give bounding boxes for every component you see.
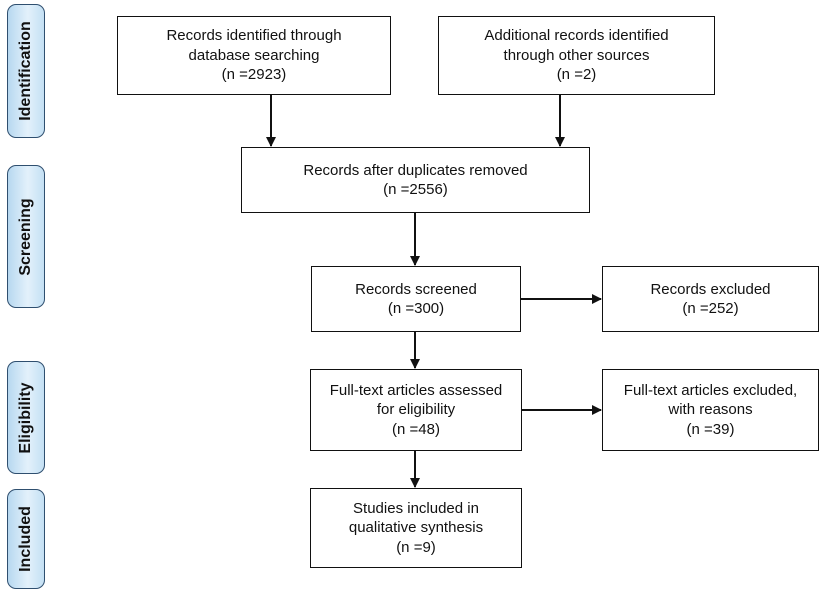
box-fulltext-line3: (n =48) bbox=[392, 420, 440, 438]
box-screened-line1: Records screened bbox=[355, 280, 477, 298]
phase-screening: Screening bbox=[7, 165, 45, 308]
box-database-line3: (n =2923) bbox=[221, 66, 287, 84]
box-duplicates-line1: Records after duplicates removed bbox=[303, 161, 528, 179]
box-included-line1: Studies included in bbox=[353, 499, 479, 517]
box-fulltext-excluded: Full-text articles excluded, with reason… bbox=[602, 369, 819, 451]
box-studies-included: Studies included in qualitative synthesi… bbox=[310, 488, 522, 568]
box-fulltext-excluded-line1: Full-text articles excluded, bbox=[623, 381, 798, 399]
box-database-line1: Records identified through bbox=[166, 27, 342, 45]
box-fulltext-excluded-line3: (n =39) bbox=[686, 420, 735, 438]
box-fulltext-assessed: Full-text articles assessed for eligibil… bbox=[310, 369, 522, 451]
box-fulltext-excluded-line2: with reasons bbox=[668, 401, 753, 419]
box-duplicates-removed: Records after duplicates removed (n =255… bbox=[241, 147, 590, 213]
box-fulltext-line2: for eligibility bbox=[376, 401, 456, 419]
box-excluded-line2: (n =252) bbox=[682, 300, 739, 317]
box-other-line1: Additional records identified bbox=[484, 27, 669, 45]
box-screened-line2: (n =300) bbox=[387, 300, 445, 317]
phase-included: Included bbox=[7, 489, 45, 589]
phase-eligibility: Eligibility bbox=[7, 361, 45, 474]
box-database-line2: database searching bbox=[188, 46, 320, 64]
box-fulltext-line1: Full-text articles assessed bbox=[329, 381, 503, 399]
phase-identification: Identification bbox=[7, 4, 45, 138]
box-other-line2: through other sources bbox=[503, 46, 650, 64]
box-other-line3: (n =2) bbox=[556, 66, 597, 84]
box-database-records: Records identified through database sear… bbox=[117, 16, 391, 95]
box-included-line3: (n =9) bbox=[396, 538, 436, 556]
box-excluded-line1: Records excluded bbox=[650, 280, 771, 298]
box-other-sources: Additional records identified through ot… bbox=[438, 16, 715, 95]
box-duplicates-line2: (n =2556) bbox=[383, 181, 448, 198]
box-records-screened: Records screened (n =300) bbox=[311, 266, 521, 332]
box-records-excluded: Records excluded (n =252) bbox=[602, 266, 819, 332]
box-included-line2: qualitative synthesis bbox=[348, 519, 484, 537]
